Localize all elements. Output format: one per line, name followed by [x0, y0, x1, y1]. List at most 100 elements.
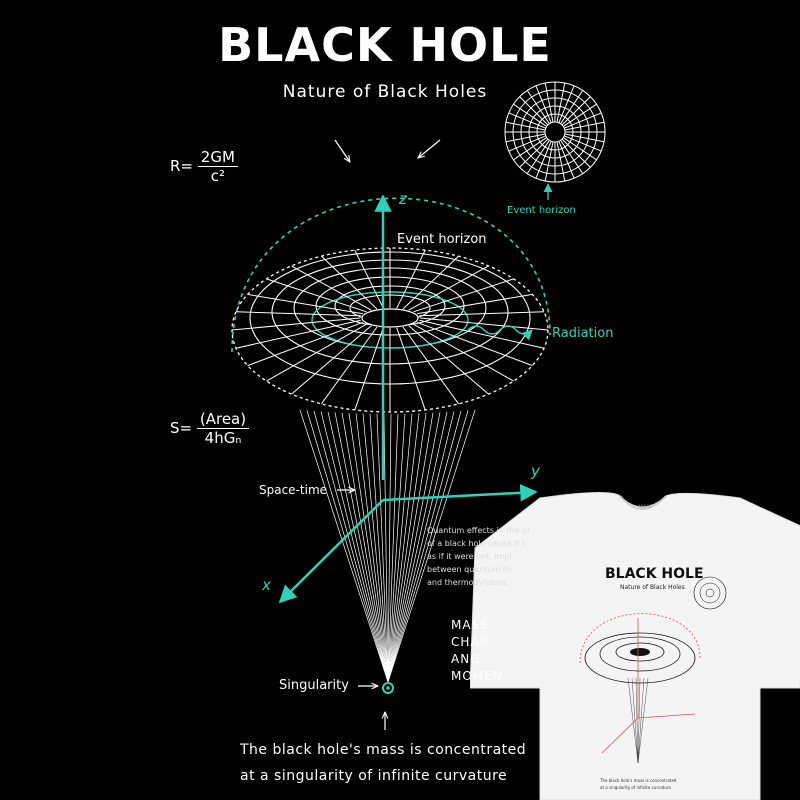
inset-spoke — [564, 135, 602, 152]
x-axis-label: x — [262, 576, 271, 594]
radiation-label: Radiation — [552, 326, 614, 341]
inset-spoke — [560, 90, 584, 124]
funnel-radial-line — [416, 321, 533, 367]
funnel-radial-line — [231, 317, 361, 331]
inset-spoke — [561, 96, 591, 126]
formula-s-numerator: (Area) — [196, 410, 250, 429]
formula-s-lhs: S= — [170, 419, 193, 437]
funnel-radial-line — [235, 319, 361, 349]
cone-line — [313, 410, 389, 683]
cone-line — [348, 413, 389, 683]
inset-spoke — [558, 141, 575, 179]
inset-spoke — [556, 82, 566, 123]
formula-r-lhs: R= — [170, 157, 193, 175]
funnel-radial-line — [402, 326, 460, 405]
inset-spoke — [505, 133, 546, 143]
funnel-radial-line — [354, 249, 384, 309]
funnel-radials — [231, 248, 549, 412]
page-title: BLACK HOLE — [218, 18, 552, 72]
property-item: MASS — [451, 618, 489, 632]
cone-line — [387, 413, 413, 683]
quantum-line: and thermodynamic — [427, 578, 508, 587]
z-axis-label: z — [399, 190, 407, 208]
infall-arrow-right — [418, 139, 441, 158]
funnel-radial-line — [402, 255, 459, 310]
quantum-line: as if it were hot, impl — [427, 552, 512, 561]
properties-list: MASS CHAR ANG MOMEN — [451, 617, 503, 685]
funnel-radial-line — [416, 293, 533, 315]
inset-spoke — [560, 140, 584, 174]
cone-line — [387, 410, 462, 683]
tshirt-collar-label: ANCAE — [638, 504, 652, 509]
funnel-radial-line — [266, 278, 367, 313]
cone-line — [306, 410, 389, 683]
inset-spoke — [563, 137, 597, 161]
funnel-radial-line — [291, 265, 372, 311]
funnel-radial-line — [413, 278, 514, 313]
cone-line — [387, 413, 427, 683]
cone-line — [341, 412, 389, 683]
tshirt-mockup: BLACK HOLE Nature of Black Holes The bla… — [470, 488, 800, 800]
cone-line — [387, 412, 441, 683]
singularity-point — [382, 682, 394, 694]
space-time-label: Space-time — [259, 483, 328, 497]
funnel-radial-line — [321, 255, 378, 310]
event-horizon-dome — [231, 197, 551, 353]
cone-line — [376, 413, 389, 683]
inset-spoke — [544, 141, 554, 182]
funnel-radial-line — [320, 326, 378, 405]
inset-spoke — [508, 112, 546, 129]
cone-line — [387, 409, 476, 683]
property-item: MOMEN — [451, 669, 503, 683]
funnel-radial-line — [408, 265, 489, 311]
inset-spoke — [564, 133, 605, 143]
cone-line — [362, 413, 389, 683]
quantum-line: of a black hole cause it t — [427, 539, 526, 548]
funnel-radial-line — [354, 327, 384, 411]
caption-line-1: The black hole's mass is concentrated — [240, 742, 527, 758]
radiation-wave — [467, 325, 533, 341]
event-horizon-inset-label: Event horizon — [507, 205, 576, 216]
cone-line — [387, 413, 399, 683]
quantum-line: Quantum effects in the gr — [427, 526, 531, 535]
property-item: ANG — [451, 652, 481, 666]
cone-line — [327, 411, 389, 683]
cone-line — [334, 412, 389, 683]
inset-spoke — [513, 137, 547, 161]
cone-line — [387, 413, 420, 683]
inset-spoke — [535, 85, 552, 123]
cone-line — [387, 412, 434, 683]
x-axis — [278, 499, 384, 604]
cone-line — [299, 409, 389, 683]
inset-spoke — [526, 140, 550, 174]
cone-line — [383, 413, 389, 683]
inset-spoke — [535, 141, 552, 179]
inset-spoke — [513, 103, 547, 127]
inset-spoke — [526, 90, 550, 124]
property-item: CHAR — [451, 635, 489, 649]
event-horizon-inset — [504, 81, 606, 183]
page-subtitle: Nature of Black Holes — [282, 82, 488, 102]
funnel-radial-line — [396, 327, 426, 411]
inset-spoke — [508, 135, 546, 152]
inset-spoke — [558, 85, 575, 123]
inset-spoke — [564, 112, 602, 129]
infall-arrow-left — [334, 139, 350, 162]
tshirt-title: BLACK HOLE — [605, 566, 704, 582]
tshirt-caption-2: at a singularity of infinite curvature — [600, 785, 671, 790]
caption-line-2: at a singularity of infinite curvature — [240, 768, 508, 784]
formula-s-denominator: 4hGₙ — [204, 429, 242, 447]
formula-entropy: S= (Area)4hGₙ — [170, 410, 250, 447]
quantum-effects-text: Quantum effects in the gr of a black hol… — [427, 524, 530, 589]
inset-spoke — [519, 96, 549, 126]
funnel-radial-line — [396, 249, 426, 309]
y-axis — [382, 484, 538, 502]
event-horizon-label: Event horizon — [397, 232, 487, 247]
funnel-radial-line — [291, 325, 372, 395]
spacetime-cone — [299, 409, 476, 683]
singularity-label: Singularity — [279, 678, 349, 693]
funnel-radial-line — [235, 311, 361, 317]
funnel-radial-line — [408, 325, 489, 395]
